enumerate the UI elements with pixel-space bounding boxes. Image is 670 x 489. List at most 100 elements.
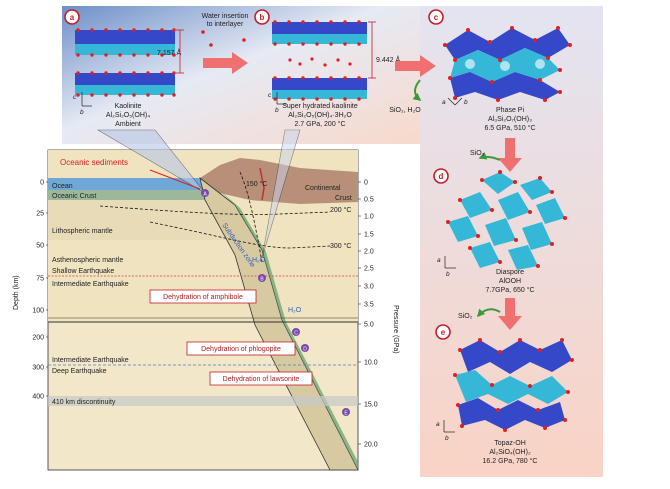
dehydration-amphibole: Dehydration of amphibole	[149, 289, 257, 304]
marker-e: E	[344, 411, 348, 417]
water-insertion-line1: Water insertion	[202, 13, 249, 20]
axis-b-label-c: b	[464, 99, 468, 106]
connector-lines	[96, 129, 301, 259]
pressure-tick-label: 0.5	[364, 197, 374, 204]
kaolinite-octa-top	[75, 44, 175, 55]
kaolinite-formula: Al₂Si₂O₅(OH)₄	[106, 112, 150, 119]
dehydration-phlogopite: Dehydration of phlogopite	[186, 341, 296, 356]
ocean-layer	[48, 178, 208, 190]
lithospheric-mantle-layer	[48, 200, 260, 240]
isotherm-150-label: 150 °C	[246, 180, 267, 188]
arrow-b-c-label: SiO₂, H₂O	[389, 107, 421, 114]
panel-b: b 9.442 Å c b Super hydrated kaolinite A…	[254, 9, 400, 128]
dehydration-lawsonite: Dehydration of lawsonite	[209, 371, 313, 386]
pressure-tick-label: 0	[364, 180, 368, 187]
water-insertion-line2: to interlayer	[207, 21, 244, 28]
panel-b-letter: b	[260, 13, 265, 22]
phase-pi-formula: Al₃Si₂O₇(OH)₃	[488, 116, 532, 123]
super-hydrated-name: Super hydrated kaolinite	[282, 103, 358, 110]
marker-a: A	[203, 192, 207, 198]
kaolinite-layer-bottom	[75, 73, 175, 85]
oceanic-crust-label: Oceanic Crust	[52, 193, 96, 200]
arrow-c-to-d: SiO₂	[470, 138, 522, 172]
panel-a-letter: a	[70, 13, 75, 22]
marker-b: B	[260, 277, 264, 283]
depth-tick-label: 25	[36, 211, 44, 218]
pressure-axis-title: Pressure (GPa)	[392, 305, 399, 354]
super-hydrated-formula: Al₂Si₂O₅(OH)₄·3H₂O	[288, 112, 352, 119]
isotherm-300	[149, 221, 331, 249]
phase-pi-condition: 6.5 GPa, 510 °C	[484, 124, 535, 132]
shallow-earthquake-label: Shallow Earthquake	[52, 268, 114, 275]
oceanic-sediments-label: Oceanic sediments	[60, 158, 128, 167]
axes-d-icon: a b	[437, 256, 456, 278]
slab-markers: A B C D E	[201, 189, 350, 417]
axis-a-label-c: a	[442, 99, 446, 106]
depth-axis-title: Depth (km)	[13, 275, 20, 310]
dehydration-lawsonite-label: Dehydration of lawsonite	[223, 376, 300, 383]
depth-tick-label: 400	[32, 394, 44, 401]
phase-pi-structure	[443, 26, 572, 102]
oceanic-crust-layer	[48, 190, 215, 200]
h2o-label-2: H₂O	[288, 307, 302, 314]
isotherm-300-label: 300 °C	[330, 242, 351, 250]
asthenospheric-mantle-label: Asthenospheric mantle	[52, 257, 123, 264]
arrow-a-to-b: Water insertion to interlayer	[201, 13, 249, 74]
pressure-tick-label: 20.0	[364, 442, 378, 449]
continental-label: Continental	[305, 185, 341, 192]
kaolinite-octa-bottom	[75, 85, 175, 95]
diaspore-condition: 7.7GPa, 650 °C	[485, 286, 534, 294]
panel-d-letter: d	[439, 172, 444, 181]
panel-c-letter: c	[434, 13, 439, 22]
crust-label: Crust	[335, 195, 352, 202]
kaolinite-oxygens	[76, 28, 176, 97]
diaspore-structure	[446, 170, 567, 270]
phase-pi-name: Phase Pi	[496, 107, 524, 114]
super-hydrated-condition: 2.7 GPa, 200 °C	[294, 120, 345, 128]
intermediate-earthquake-label-2: Intermediate Earthquake	[52, 357, 129, 364]
marker-d: D	[303, 347, 307, 353]
super-hydrated-oxygens	[273, 20, 361, 101]
axis-c-label-b: c	[268, 92, 272, 99]
discontinuity-band	[48, 396, 358, 406]
axes-b-icon: c b	[268, 92, 287, 114]
panel-a: a 7.157 Å c b Kaolinite Al₂Si₂O₅(OH)₄ Am…	[64, 9, 184, 128]
marker-c: C	[294, 331, 298, 337]
depth-tick-label: 100	[32, 308, 44, 315]
lithospheric-mantle-label: Lithospheric mantle	[52, 228, 113, 235]
super-hydrated-spacing: 9.442 Å	[376, 55, 400, 64]
arrow-d-to-e: SiO₂	[458, 298, 522, 330]
arrow-d-e-label: SiO₂	[458, 313, 473, 320]
pressure-tick-label: 3.0	[364, 284, 374, 291]
axis-b-label-d: b	[446, 271, 450, 278]
panel-e: e a b Topaz-OH Al₂SiO₄(OH)₂ 16.2 GPa, 78…	[435, 324, 574, 465]
panel-e-letter: e	[441, 328, 446, 337]
kaolinite-spacing: 7.157 Å	[157, 48, 181, 57]
topaz-condition: 16.2 GPa, 780 °C	[483, 457, 538, 465]
kaolinite-condition: Ambient	[115, 121, 141, 128]
isotherm-200-label: 200 °C	[330, 206, 351, 214]
intermediate-earthquake-label: Intermediate Earthquake	[52, 281, 129, 288]
panel-d: d a b Diaspore AlOOH 7	[433, 168, 567, 294]
depth-tick-label: 50	[36, 243, 44, 250]
kaolinite-structure	[75, 28, 176, 97]
axis-a-label-e: a	[436, 421, 440, 428]
pressure-tick-label: 1.0	[364, 214, 374, 221]
depth-tick-label: 300	[32, 365, 44, 372]
discontinuity-label: 410 km discontinuity	[52, 399, 116, 406]
arrow-b-to-c: SiO₂, H₂O	[389, 55, 436, 114]
axis-b-label-e: b	[445, 435, 449, 442]
arrow-a-b-shape	[203, 52, 248, 74]
axis-b-label: b	[80, 109, 84, 116]
cross-section	[47, 149, 359, 471]
topaz-formula: Al₂SiO₄(OH)₂	[489, 449, 531, 456]
panel-a-badge	[64, 9, 80, 25]
pressure-tick-label: 5.0	[364, 322, 374, 329]
topaz-structure	[453, 338, 574, 432]
pressure-tick-label: 2.5	[364, 266, 374, 273]
panel-c: c a b Phase Pi Al₃Si₂O₇(OH)₃ 6.5 GPa, 51…	[428, 9, 572, 132]
depth-tick-label: 75	[36, 276, 44, 283]
